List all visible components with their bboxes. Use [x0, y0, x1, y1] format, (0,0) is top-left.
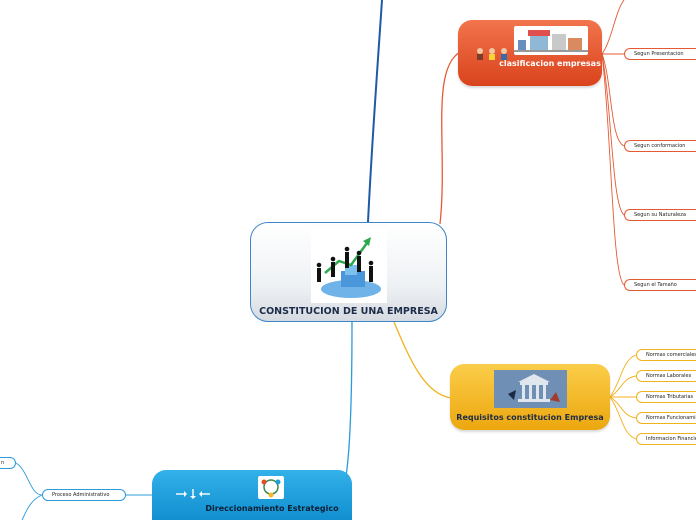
central-node[interactable]: CONSTITUCION DE UNA EMPRESA: [250, 222, 447, 322]
requisitos-title: Requisitos constitucion Empresa: [456, 413, 604, 422]
subtopic-truncated[interactable]: n: [0, 457, 16, 469]
bank-building-icon: [494, 370, 567, 408]
three-people-icon: [477, 48, 507, 60]
subtopic-segun-naturaleza[interactable]: Segun su Naturaleza: [624, 209, 696, 221]
connector-central-direccionamiento: [345, 321, 353, 477]
subtopic-normas-tributarias[interactable]: Normas Tributarias: [636, 391, 696, 403]
business-team-growth-icon: [311, 229, 387, 303]
connector-central-clasificacion: [439, 51, 461, 225]
clasificacion-node[interactable]: clasificacion empresas: [458, 20, 602, 86]
strategy-diagram-icon: [258, 476, 284, 499]
subtopic-segun-tamano[interactable]: Segun el Tamaño: [624, 279, 696, 291]
direction-arrows-icon: [176, 489, 210, 499]
subtopic-proceso-administrativo[interactable]: Proceso Administrativo: [42, 489, 126, 501]
subtopic-normas-funcionamiento[interactable]: Normas Funcionamiento: [636, 412, 696, 424]
connector-central-top: [367, 0, 383, 223]
central-title: CONSTITUCION DE UNA EMPRESA: [259, 306, 438, 317]
subtopic-normas-comerciales[interactable]: Normas comerciales: [636, 349, 696, 361]
subtopic-normas-laborales[interactable]: Normas Laborales: [636, 370, 696, 382]
requisitos-node[interactable]: Requisitos constitucion Empresa: [450, 364, 610, 430]
market-stalls-icon: [514, 26, 588, 55]
subtopic-informacion-financiera[interactable]: Informacion Financiera: [636, 433, 696, 445]
clasificacion-title: clasificacion empresas: [499, 59, 601, 68]
subtopic-segun-presentacion[interactable]: Segun Presentacion: [624, 48, 696, 60]
direccionamiento-node[interactable]: Direccionamiento Estrategico: [152, 470, 352, 520]
connector-central-requisitos: [393, 321, 453, 399]
direccionamiento-title: Direccionamiento Estrategico: [205, 504, 339, 513]
subtopic-segun-conformacion[interactable]: Segun conformacion: [624, 140, 696, 152]
